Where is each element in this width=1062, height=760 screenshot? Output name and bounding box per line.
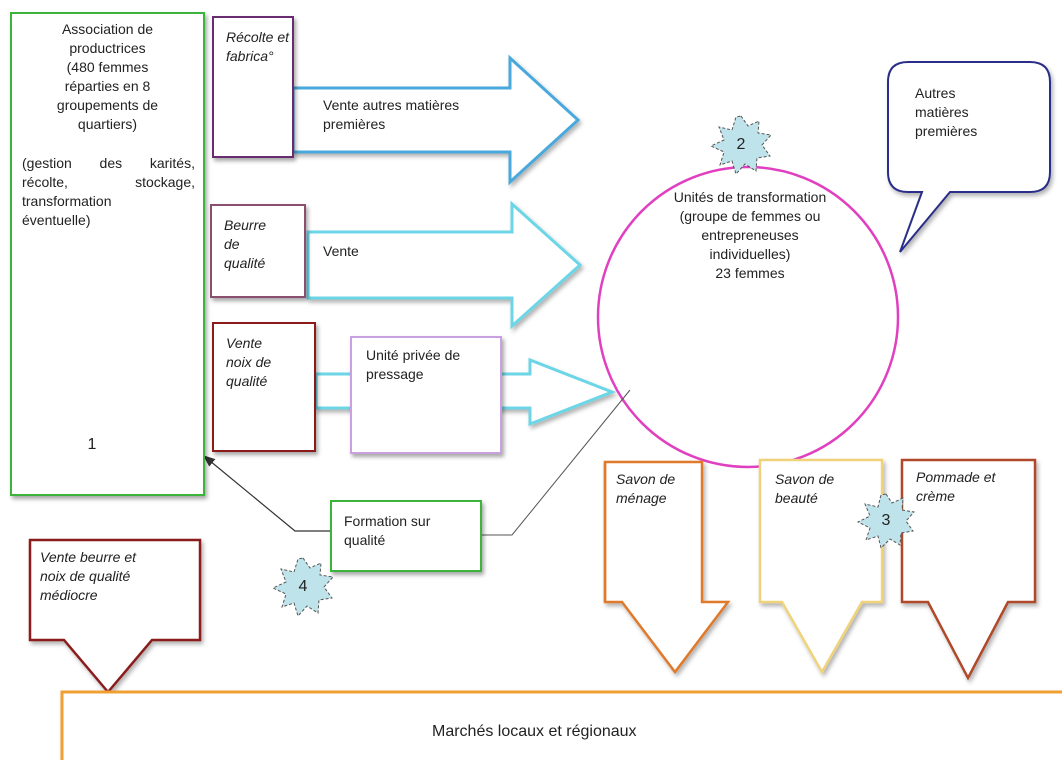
badge-2-number: 2 [736, 136, 746, 153]
badge-3-number: 3 [881, 512, 891, 529]
arrow-vente-mediocre [28, 538, 202, 694]
badge-4-number: 4 [298, 578, 308, 595]
label-vente-autres: Vente autres matières premières [323, 97, 460, 132]
autres-mp-text: Autres matières premières [915, 85, 978, 139]
speech-bubble-autres [887, 61, 1051, 253]
association-box: Association de productrices (480 femmes … [10, 12, 205, 496]
vente-noix-box: Vente noix de qualité [212, 322, 316, 452]
pommade-label: Pommade et crème [916, 469, 996, 504]
marches-label: Marchés locaux et régionaux [432, 723, 637, 740]
label-vente: Vente [323, 243, 359, 259]
arrow-pommade [900, 458, 1037, 681]
formation-box: Formation sur qualité [330, 500, 482, 572]
arrow-savon-beaute [758, 458, 884, 675]
badge-2 [709, 115, 772, 175]
recolte-box: Récolte et fabrica° [212, 16, 294, 158]
marches-box [60, 690, 1062, 760]
association-detail: (gestion des karités, récolte, stockage,… [22, 155, 195, 228]
vente-mediocre-label: Vente beurre et noix de qualité médiocre [40, 549, 136, 603]
unite-privee-box: Unité privée de pressage [350, 336, 502, 454]
unites-transfo-text: Unités de transformation (groupe de femm… [673, 189, 827, 281]
savon-beaute-label: Savon de beauté [775, 471, 835, 506]
badge-4 [271, 557, 334, 617]
transformation-circle [596, 165, 900, 469]
beurre-box: Beurre de qualité [210, 204, 306, 298]
association-title: Association de productrices (480 femmes … [56, 21, 159, 132]
arrow-vente [306, 200, 583, 330]
badge-3 [856, 493, 915, 549]
formation-line-left [203, 455, 330, 532]
badge-1-number: 1 [87, 436, 97, 453]
arrow-savon-menage [603, 460, 731, 675]
formation-line-right [482, 389, 631, 536]
arrow-vente-autres [291, 54, 581, 186]
savon-menage-label: Savon de ménage [616, 471, 676, 506]
